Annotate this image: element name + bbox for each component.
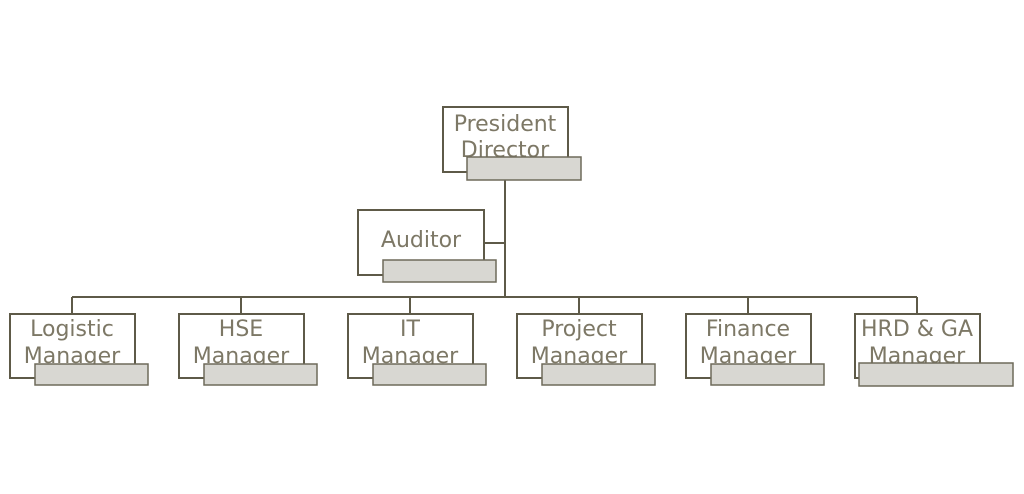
node-tab	[541, 363, 656, 386]
node-label-line-1: President	[454, 112, 557, 137]
node-it-manager: IT Manager	[347, 313, 487, 386]
node-label-line-1: Auditor	[381, 228, 462, 253]
node-tab	[382, 259, 497, 283]
node-label-line-1: IT	[400, 317, 420, 342]
node-label-line-1: HRD & GA	[861, 317, 973, 342]
node-tab	[858, 362, 1014, 387]
node-label-line-1: Finance	[706, 317, 790, 342]
node-hrd-ga-manager: HRD & GA Manager	[854, 313, 1014, 387]
node-project-manager: Project Manager	[516, 313, 656, 386]
node-tab	[203, 363, 318, 386]
node-label-line-1: HSE	[219, 317, 263, 342]
node-president-director: President Director	[442, 106, 582, 181]
node-logistic-manager: Logistic Manager	[9, 313, 149, 386]
node-tab	[34, 363, 149, 386]
node-auditor: Auditor	[357, 209, 497, 283]
node-tab	[372, 363, 487, 386]
connectors	[71, 180, 918, 314]
node-label-line-1: Project	[541, 317, 617, 342]
node-tab	[466, 156, 582, 181]
node-label-line-1: Logistic	[30, 317, 114, 342]
node-finance-manager: Finance Manager	[685, 313, 825, 386]
node-tab	[710, 363, 825, 386]
node-hse-manager: HSE Manager	[178, 313, 318, 386]
